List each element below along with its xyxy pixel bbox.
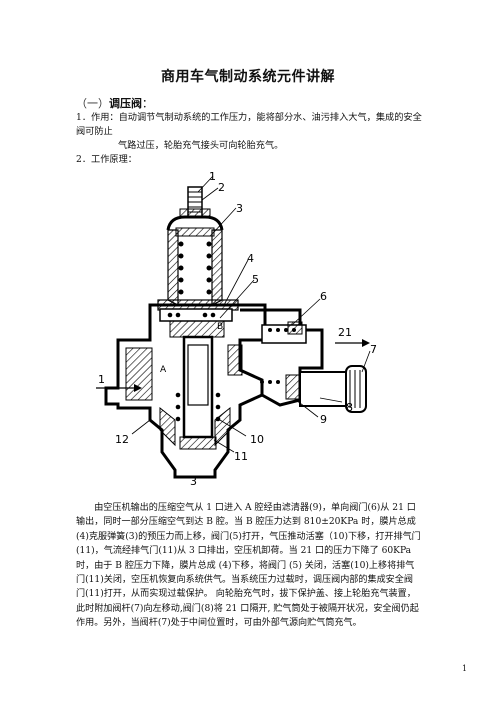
section-name: 调压阀 [109,97,142,110]
leader-lines [131,175,371,453]
label-7: 7 [370,343,377,356]
label-port-1: 1 [98,373,105,386]
label-9: 9 [320,413,327,426]
label-12: 12 [115,433,129,446]
inflation-connector [260,365,367,413]
spring-housing [166,215,224,306]
page-title: 商用车气制动系统元件讲解 [161,69,335,85]
section-number: （一） [76,97,109,110]
label-port-21: 21 [338,326,352,339]
label-4: 4 [247,252,254,265]
label-chamber-b: B [217,322,223,332]
flow-arrows [96,339,370,392]
working-principle-text: 由空压机输出的压缩空气从 1 口进入 A 腔经由滤清器(9)，单向阀门(6)从 … [76,503,421,629]
piston-assembly [175,335,221,450]
function-paragraph-cont: 气路过压，轮胎充气接头可向轮胎充气。 [118,140,284,151]
label-6: 6 [320,290,327,303]
section-colon: ： [142,97,153,110]
label-5: 5 [252,273,259,286]
label-2: 2 [218,181,225,194]
valve-body [104,303,324,479]
label-chamber-a: A [160,365,167,375]
label-8: 8 [346,401,353,414]
adjust-screw [179,186,211,218]
label-1: 1 [209,170,216,183]
page-number: 1 [462,664,468,673]
check-valve [261,321,307,344]
label-port-3: 3 [190,475,197,488]
label-3: 3 [236,202,243,215]
label-11: 11 [234,450,248,463]
regulating-spring [178,241,212,295]
label-10: 10 [250,433,264,446]
section-heading: （一）调压阀： [76,95,153,111]
principle-heading: 2．工作原理： [76,154,137,165]
function-paragraph: 1．作用：自动调节气制动系统的工作压力，能将部分水、油污排入大气，集成的安全阀可… [76,112,422,137]
